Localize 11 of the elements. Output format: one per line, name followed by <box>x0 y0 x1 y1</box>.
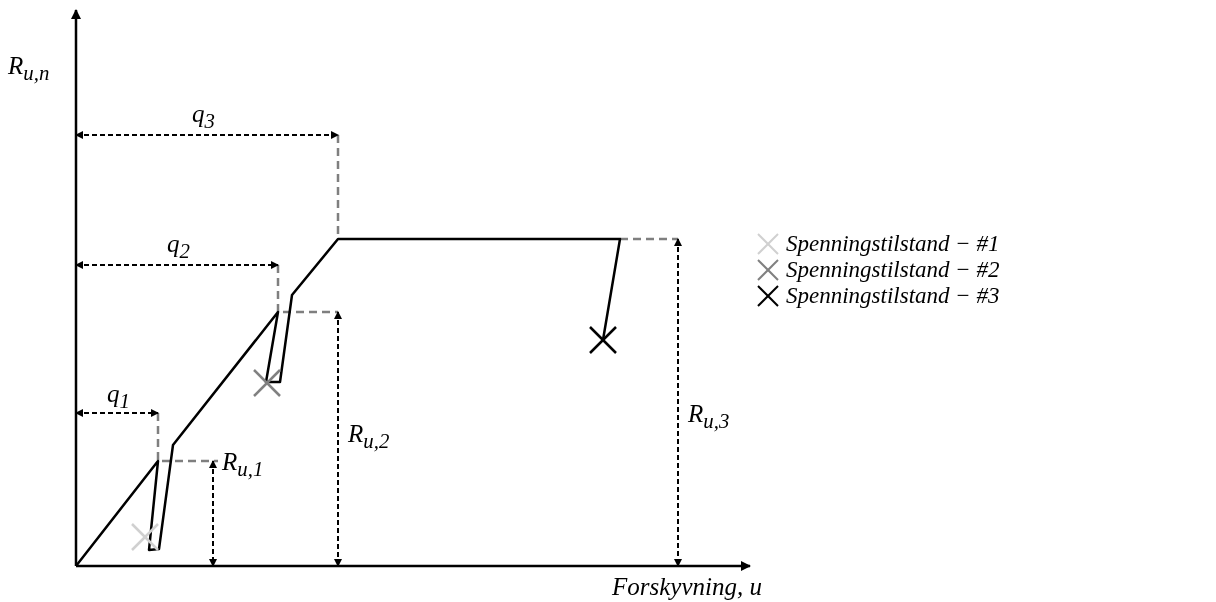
legend-label: Spenningstilstand − #2 <box>786 257 1000 283</box>
legend-label: Spenningstilstand − #1 <box>786 231 1000 257</box>
dimension-label: q$_{2}$ <box>167 230 190 263</box>
axis-label: R$_{u,n}$ <box>8 52 50 85</box>
dimension-label: R$_{u,2}$ <box>348 420 390 453</box>
legend-label: Spenningstilstand − #3 <box>786 283 1000 309</box>
dimension-label: R$_{u,1}$ <box>222 448 264 481</box>
axis-label: Forskyvning, u <box>612 573 762 601</box>
dimension-label: q$_{3}$ <box>192 100 215 133</box>
dimension-label: q$_{1}$ <box>107 380 130 413</box>
dimension-label: R$_{u,3}$ <box>688 400 730 433</box>
